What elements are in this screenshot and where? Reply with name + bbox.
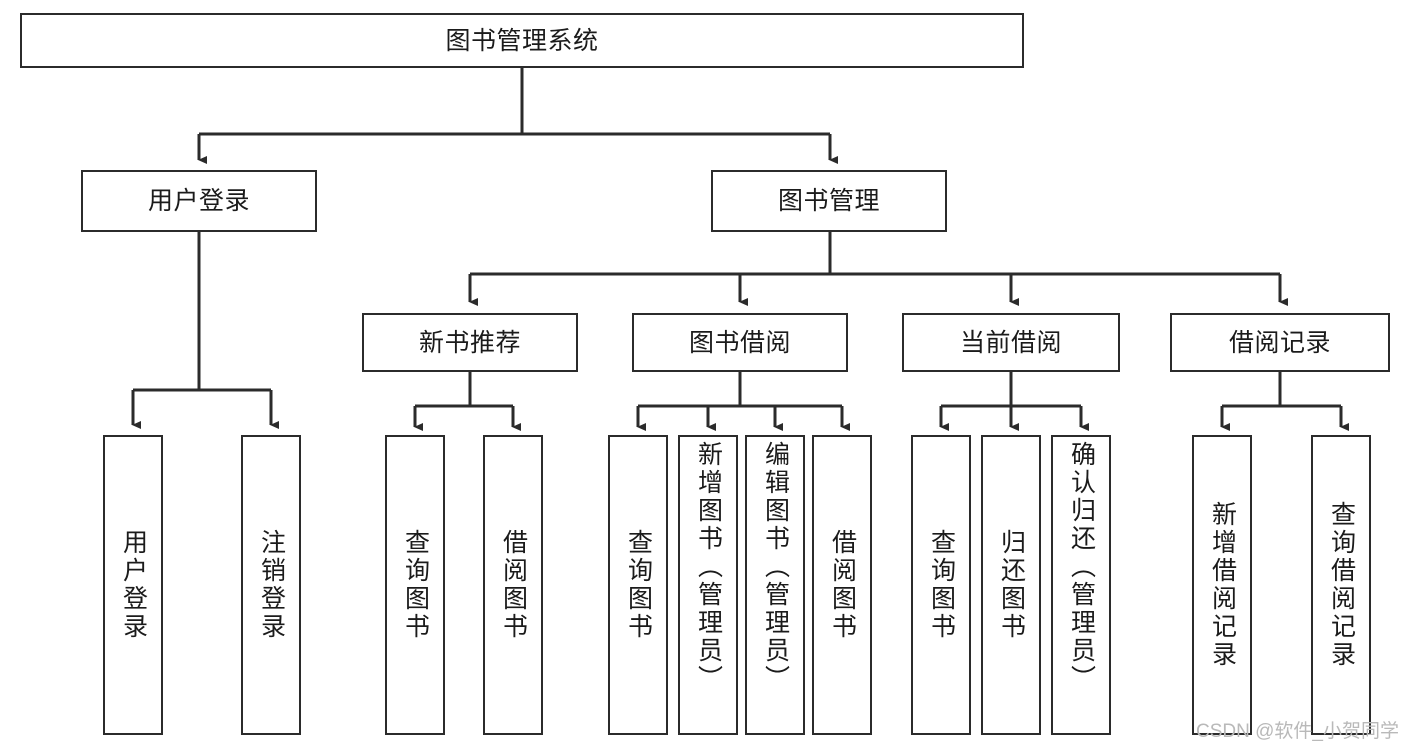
leaf-user-login-logout[interactable]: 注销登录 — [241, 435, 301, 735]
node-root[interactable]: 图书管理系统 — [20, 13, 1024, 68]
node-root-label: 图书管理系统 — [445, 26, 599, 55]
node-current-borrow-label: 当前借阅 — [959, 328, 1062, 357]
leaf-borrow-record-add[interactable]: 新增借阅记录 — [1192, 435, 1252, 735]
node-book-borrow[interactable]: 图书借阅 — [632, 313, 848, 372]
leaf-book-borrow-borrow[interactable]: 借阅图书 — [812, 435, 872, 735]
leaf-user-login-login[interactable]: 用户登录 — [103, 435, 163, 735]
leaf-label: 查询图书 — [624, 529, 653, 641]
leaf-current-borrow-query[interactable]: 查询图书 — [911, 435, 971, 735]
leaf-label: 新增借阅记录 — [1208, 501, 1237, 669]
leaf-book-borrow-query[interactable]: 查询图书 — [608, 435, 668, 735]
leaf-book-borrow-edit[interactable]: 编辑图书（管理员） — [745, 435, 805, 735]
node-new-book-recommend[interactable]: 新书推荐 — [362, 313, 578, 372]
node-user-login[interactable]: 用户登录 — [81, 170, 317, 232]
node-current-borrow[interactable]: 当前借阅 — [902, 313, 1120, 372]
leaf-new-book-borrow[interactable]: 借阅图书 — [483, 435, 543, 735]
leaf-book-borrow-add[interactable]: 新增图书（管理员） — [678, 435, 738, 735]
node-book-management[interactable]: 图书管理 — [711, 170, 947, 232]
node-book-borrow-label: 图书借阅 — [688, 328, 791, 357]
leaf-new-book-query[interactable]: 查询图书 — [385, 435, 445, 735]
leaf-label: 注销登录 — [257, 529, 286, 641]
leaf-current-borrow-confirm-return[interactable]: 确认归还（管理员） — [1051, 435, 1111, 735]
leaf-label: 编辑图书（管理员） — [761, 441, 790, 693]
leaf-label: 新增图书（管理员） — [694, 441, 723, 693]
node-borrow-record[interactable]: 借阅记录 — [1170, 313, 1390, 372]
leaf-label: 用户登录 — [119, 529, 148, 641]
leaf-label: 查询图书 — [401, 529, 430, 641]
leaf-current-borrow-return[interactable]: 归还图书 — [981, 435, 1041, 735]
node-book-management-label: 图书管理 — [777, 187, 880, 215]
node-new-book-recommend-label: 新书推荐 — [418, 328, 521, 357]
watermark: CSDN @软件_小贺同学 — [1196, 721, 1399, 742]
leaf-label: 确认归还（管理员） — [1067, 441, 1096, 693]
leaf-label: 借阅图书 — [499, 529, 528, 641]
node-borrow-record-label: 借阅记录 — [1228, 328, 1331, 357]
leaf-label: 查询借阅记录 — [1327, 501, 1356, 669]
leaf-label: 查询图书 — [927, 529, 956, 641]
leaf-label: 归还图书 — [997, 529, 1026, 641]
node-user-login-label: 用户登录 — [147, 187, 250, 215]
leaf-label: 借阅图书 — [828, 529, 857, 641]
leaf-borrow-record-query[interactable]: 查询借阅记录 — [1311, 435, 1371, 735]
